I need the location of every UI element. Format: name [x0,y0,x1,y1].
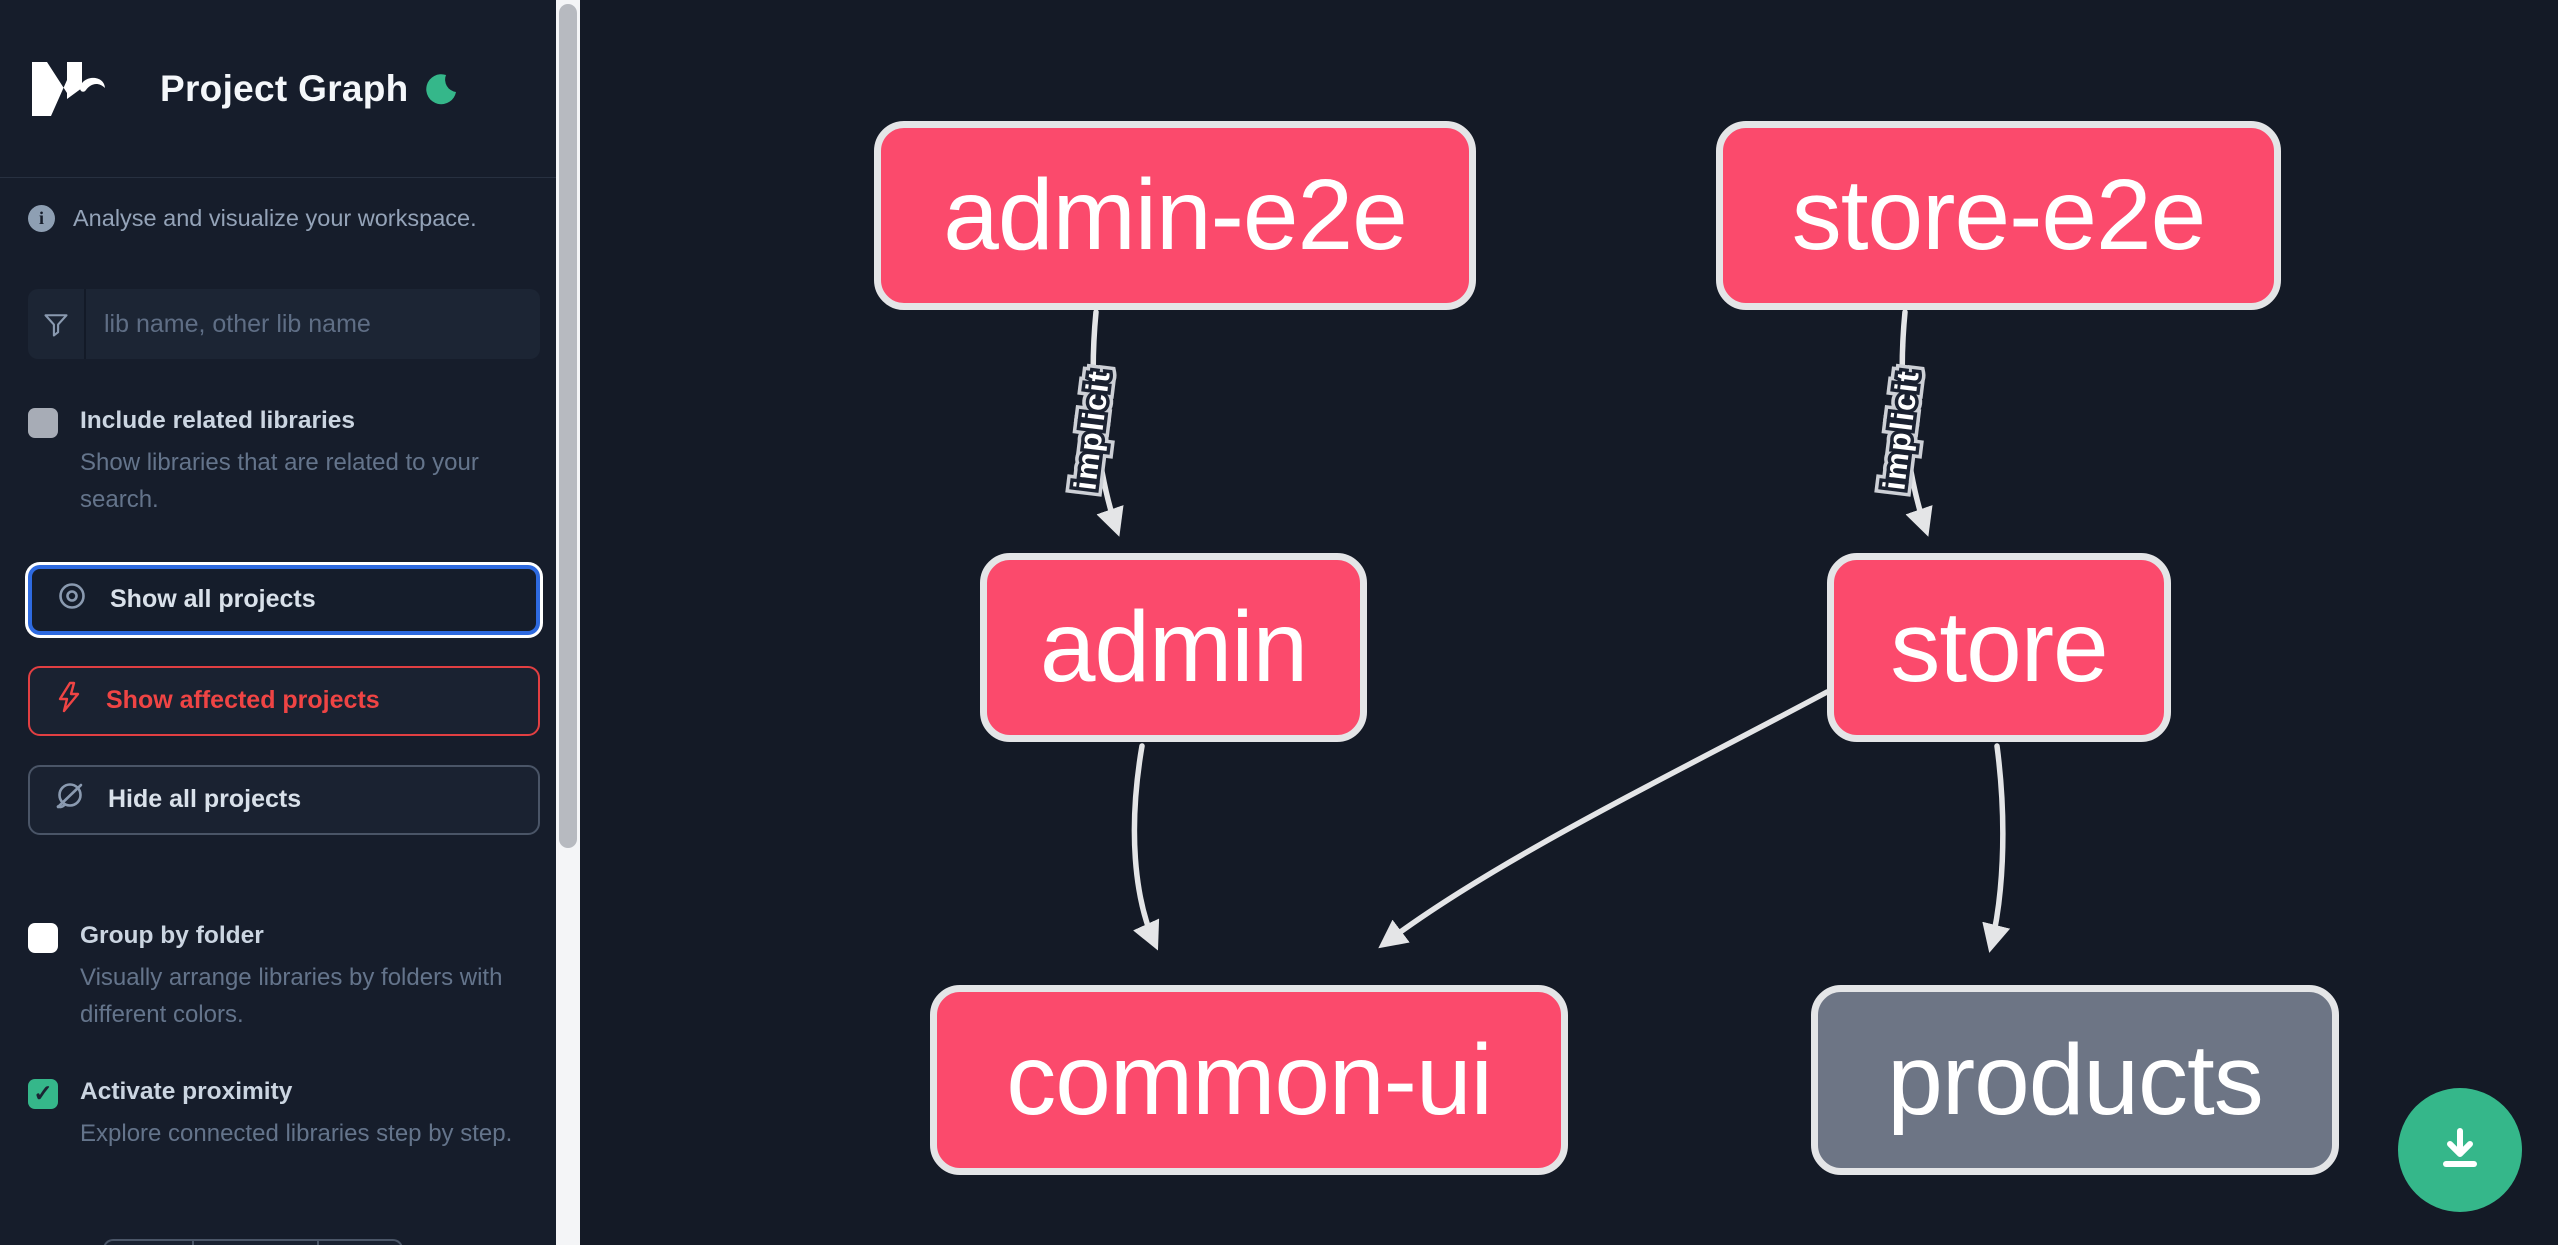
node-label: admin [1039,591,1308,703]
info-icon: i [28,205,55,232]
graph-node-products[interactable]: products [1811,985,2339,1175]
sidebar-scrollbar-track[interactable] [556,0,580,1245]
group-by-folder-toggle: Group by folder Visually arrange librari… [28,921,530,1034]
funnel-icon [28,289,86,359]
edge-label-implicit: implicit [1067,368,1116,492]
node-label: admin-e2e [943,159,1408,271]
eye-icon [56,580,88,619]
activate-proximity-label: Activate proximity [80,1077,293,1105]
hide-all-projects-label: Hide all projects [108,785,302,814]
download-icon [2429,1117,2491,1184]
include-related-checkbox[interactable] [28,408,58,438]
sidebar-header: Project Graph [0,0,558,178]
group-by-folder-description: Visually arrange libraries by folders wi… [80,963,503,1029]
check-icon: ✓ [33,1080,53,1107]
group-by-folder-checkbox[interactable] [28,922,58,953]
lightning-icon [54,681,84,720]
eye-off-icon [54,780,86,819]
search-box [28,289,540,359]
edge-label-implicit: implicit [1067,368,1116,492]
activate-proximity-toggle: ✓ Activate proximity Explore connected l… [28,1077,530,1152]
node-label: common-ui [1006,1023,1493,1136]
show-affected-projects-button[interactable]: Show affected projects [28,665,540,736]
page-title: Project Graph [160,67,409,109]
graph-node-store-e2e[interactable]: store-e2e [1716,121,2281,310]
moon-icon[interactable] [424,72,458,106]
edge-admin-to-common-ui [1131,743,1160,951]
graph-node-admin[interactable]: admin [980,553,1367,742]
activate-proximity-checkbox[interactable]: ✓ [28,1078,58,1109]
activate-proximity-description: Explore connected libraries step by step… [80,1119,513,1147]
graph-node-admin-e2e[interactable]: admin-e2e [874,121,1476,310]
include-related-label: Include related libraries [80,407,356,434]
download-graph-button[interactable] [2398,1088,2522,1212]
sidebar: Project Graph i Analyse and visualize yo… [0,0,558,1245]
edge-store-to-products [1982,743,2011,953]
edge-store-to-common-ui [1378,689,1830,949]
show-all-projects-label: Show all projects [110,585,316,614]
node-label: store [1890,591,2108,703]
include-related-description: Show libraries that are related to your … [80,449,479,514]
node-label: products [1887,1023,2264,1136]
edge-admin-e2e-to-admin [1090,309,1124,537]
hide-all-projects-button[interactable]: Hide all projects [28,764,540,835]
workspace-tagline: i Analyse and visualize your workspace. [28,205,530,232]
search-input[interactable] [86,289,540,359]
include-related-toggle: Include related libraries Show libraries… [28,406,530,519]
node-label: store-e2e [1791,159,2206,271]
graph-node-store[interactable]: store [1827,553,2171,742]
group-by-folder-label: Group by folder [80,921,264,949]
graph-node-common-ui[interactable]: common-ui [930,985,1568,1175]
nx-logo-icon [28,58,106,120]
edge-store-e2e-to-store [1899,309,1933,537]
show-affected-projects-label: Show affected projects [106,686,380,715]
edge-label-implicit: implicit [1876,368,1925,492]
sidebar-scrollbar-thumb[interactable] [559,4,577,848]
show-all-projects-button[interactable]: Show all projects [28,564,540,635]
proximity-stepper-control[interactable] [103,1239,403,1245]
edge-label-implicit: implicit [1876,368,1925,492]
tagline-text: Analyse and visualize your workspace. [73,205,477,231]
